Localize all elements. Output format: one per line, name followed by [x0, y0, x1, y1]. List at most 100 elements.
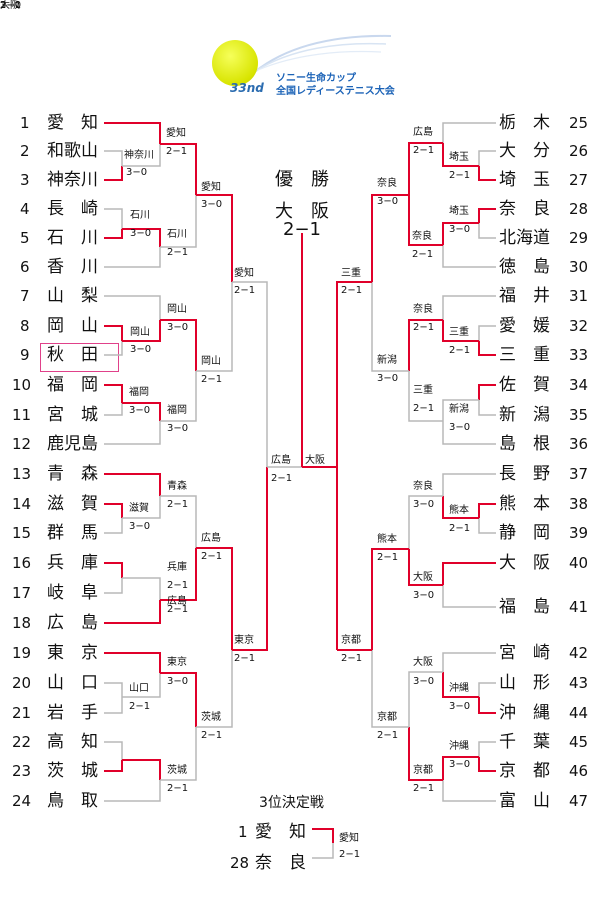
team-number: 39 — [569, 524, 589, 542]
bracket-path — [104, 682, 123, 697]
winner-path — [122, 320, 161, 342]
logo-edition: 33nd — [230, 81, 264, 95]
match-winner: 熊本 — [449, 505, 469, 516]
bracket-path — [312, 843, 334, 859]
match-winner: 新潟 — [377, 355, 397, 366]
match-winner: 茨城 — [201, 712, 221, 723]
winner-path — [160, 143, 197, 195]
match-winner: 熊本 — [377, 534, 397, 545]
team-number: 20 — [12, 674, 32, 692]
winner-path — [478, 384, 496, 400]
team-name: 愛 媛 — [499, 316, 550, 336]
match-score: 3−0 — [201, 199, 223, 210]
match-score: 3−0 — [449, 759, 471, 770]
team-name: 京 都 — [499, 761, 550, 781]
team-name: 愛 知 — [47, 113, 98, 133]
third-place-score: 2−1 — [339, 849, 361, 860]
match-winner: 大阪 — [305, 455, 325, 466]
winner-path — [104, 760, 123, 772]
match-score: 2−1 — [341, 653, 363, 664]
bracket-path — [122, 673, 161, 698]
winner-path — [104, 473, 161, 496]
winner-path — [478, 341, 496, 356]
match-winner: 埼玉 — [449, 206, 469, 217]
match-winner: 愛知 — [201, 182, 221, 193]
bracket-path — [478, 741, 496, 757]
match-winner: 新潟 — [449, 404, 469, 415]
team-number: 36 — [569, 435, 589, 453]
winner-path — [196, 194, 233, 282]
team-name: 奈 良 — [499, 199, 550, 219]
match-score: 2−1 — [377, 730, 399, 741]
match-winner: 三重 — [341, 268, 361, 279]
match-winner: 三重 — [413, 385, 433, 396]
match-score: 2−1 — [166, 146, 188, 157]
team-name: 茨 城 — [47, 761, 98, 781]
team-name: 長 崎 — [47, 199, 98, 219]
bracket-path — [122, 144, 161, 167]
bracket-path — [104, 518, 123, 534]
winner-path — [442, 143, 479, 167]
team-number: 30 — [569, 258, 589, 276]
bracket-path — [104, 295, 161, 320]
bracket-path — [122, 577, 161, 600]
match-winner: 茨城 — [167, 765, 187, 776]
team-name: 山 梨 — [47, 286, 98, 306]
bracket-path — [442, 122, 496, 143]
team-number: 6 — [20, 258, 30, 276]
match-score: 2−1 — [0, 0, 22, 11]
bracket-path — [104, 403, 123, 416]
match-winner: 愛知 — [234, 268, 254, 279]
match-winner: 沖縄 — [449, 741, 469, 752]
team-number: 2 — [20, 142, 30, 160]
match-score: 2−1 — [201, 374, 223, 385]
match-winner: 広島 — [167, 596, 187, 607]
team-number: 33 — [569, 346, 589, 364]
team-number: 46 — [569, 762, 589, 780]
team-name: 広 島 — [47, 613, 98, 633]
match-winner: 奈良 — [412, 231, 432, 242]
winner-path — [122, 402, 161, 421]
match-score: 3−0 — [449, 422, 471, 433]
winner-path — [442, 562, 496, 585]
final-score: 2−1 — [283, 219, 321, 240]
winner-path — [478, 503, 496, 518]
winner-path — [104, 652, 161, 673]
match-score: 2−1 — [167, 580, 189, 591]
bracket-path — [160, 371, 197, 422]
match-score: 2−1 — [449, 170, 471, 181]
team-name: 沖 縄 — [499, 703, 550, 723]
team-name: 群 馬 — [47, 523, 98, 543]
winner-path — [478, 697, 496, 714]
team-name: 宮 崎 — [499, 643, 550, 663]
match-score: 2−1 — [234, 653, 256, 664]
team-name: 大 分 — [499, 141, 550, 161]
team-number: 13 — [12, 465, 32, 483]
team-number: 47 — [569, 792, 589, 810]
match-score: 2−1 — [413, 145, 435, 156]
winner-path — [442, 672, 479, 698]
champion-name: 大 阪 — [275, 201, 329, 222]
third-place-team-b-num: 28 — [230, 854, 250, 872]
match-winner: 奈良 — [413, 304, 433, 315]
team-name: 石 川 — [47, 228, 98, 248]
team-number: 24 — [12, 792, 32, 810]
team-name: 鳥 取 — [47, 791, 98, 811]
winner-path — [104, 600, 161, 624]
team-name: 長 野 — [499, 464, 550, 484]
team-number: 19 — [12, 644, 32, 662]
team-number: 5 — [20, 229, 30, 247]
team-number: 1 — [20, 114, 30, 132]
team-name: 滋 賀 — [47, 494, 98, 514]
match-score: 2−1 — [413, 403, 435, 414]
team-name: 神奈川 — [47, 170, 98, 190]
match-winner: 大阪 — [413, 572, 433, 583]
team-name: 山 口 — [47, 673, 98, 693]
winner-path — [232, 467, 268, 651]
match-score: 2−1 — [167, 783, 189, 794]
match-score: 2−1 — [449, 345, 471, 356]
bracket-path — [442, 652, 496, 672]
match-winner: 京都 — [341, 635, 361, 646]
team-number: 40 — [569, 554, 589, 572]
